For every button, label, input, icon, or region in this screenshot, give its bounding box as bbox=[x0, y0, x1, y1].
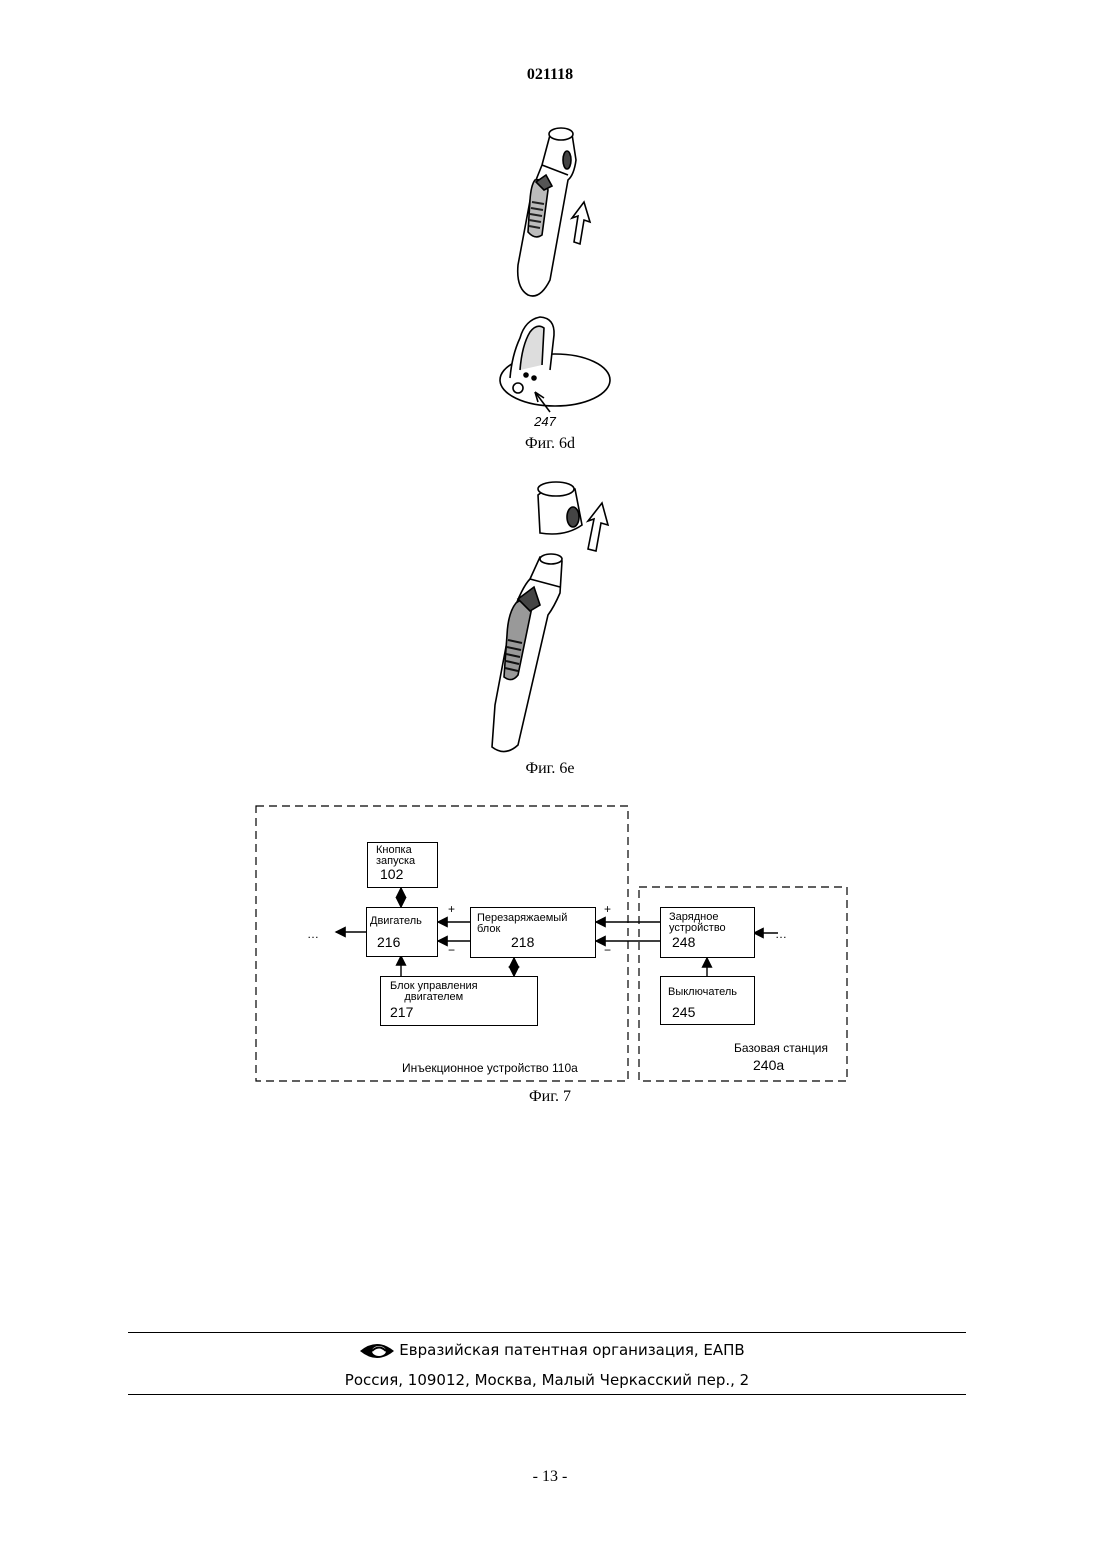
base-station-group-label: Базовая станция bbox=[734, 1042, 828, 1055]
block-motor-control-number: 217 bbox=[390, 1005, 413, 1019]
block-battery: Перезаряжаемый блок 218 bbox=[470, 907, 596, 958]
block-start-button-number: 102 bbox=[380, 867, 403, 881]
plus-sign-motor: + bbox=[448, 903, 455, 916]
block-switch: Выключатель 245 bbox=[660, 976, 755, 1025]
block-battery-label: Перезаряжаемый блок bbox=[477, 913, 567, 935]
ellipsis-right: … bbox=[775, 928, 787, 941]
block-motor-control-label: Блок управления двигателем bbox=[390, 981, 478, 1003]
block-motor-label: Двигатель bbox=[370, 916, 422, 927]
block-motor-number: 216 bbox=[377, 935, 400, 949]
page-number: - 13 - bbox=[0, 1468, 1100, 1486]
block-motor-control: Блок управления двигателем 217 bbox=[380, 976, 538, 1026]
base-station-number: 240a bbox=[753, 1059, 784, 1072]
footer-rule-bottom bbox=[128, 1394, 966, 1395]
ellipsis-left: … bbox=[307, 928, 319, 941]
fig7-caption: Фиг. 7 bbox=[0, 1088, 1100, 1106]
block-motor: Двигатель 216 bbox=[366, 907, 438, 957]
minus-sign-charger: − bbox=[604, 944, 611, 957]
block-start-button-label: Кнопка запуска bbox=[376, 845, 415, 867]
injector-device-group-label: Инъекционное устройство 110a bbox=[402, 1062, 578, 1075]
block-charger: Зарядное устройство 248 bbox=[660, 907, 755, 958]
minus-sign-motor: − bbox=[448, 944, 455, 957]
block-charger-label: Зарядное устройство bbox=[669, 912, 726, 934]
block-charger-number: 248 bbox=[672, 935, 695, 949]
plus-sign-charger: + bbox=[604, 903, 611, 916]
footer-rule-top bbox=[128, 1332, 966, 1333]
block-battery-number: 218 bbox=[511, 935, 534, 949]
block-start-button: Кнопка запуска 102 bbox=[367, 842, 438, 888]
block-switch-label: Выключатель bbox=[668, 987, 737, 998]
block-switch-number: 245 bbox=[672, 1005, 695, 1019]
footer-address-line: Россия, 109012, Москва, Малый Черкасский… bbox=[128, 1371, 966, 1389]
footer-org-line: Евразийская патентная организация, ЕАПВ bbox=[128, 1341, 966, 1359]
